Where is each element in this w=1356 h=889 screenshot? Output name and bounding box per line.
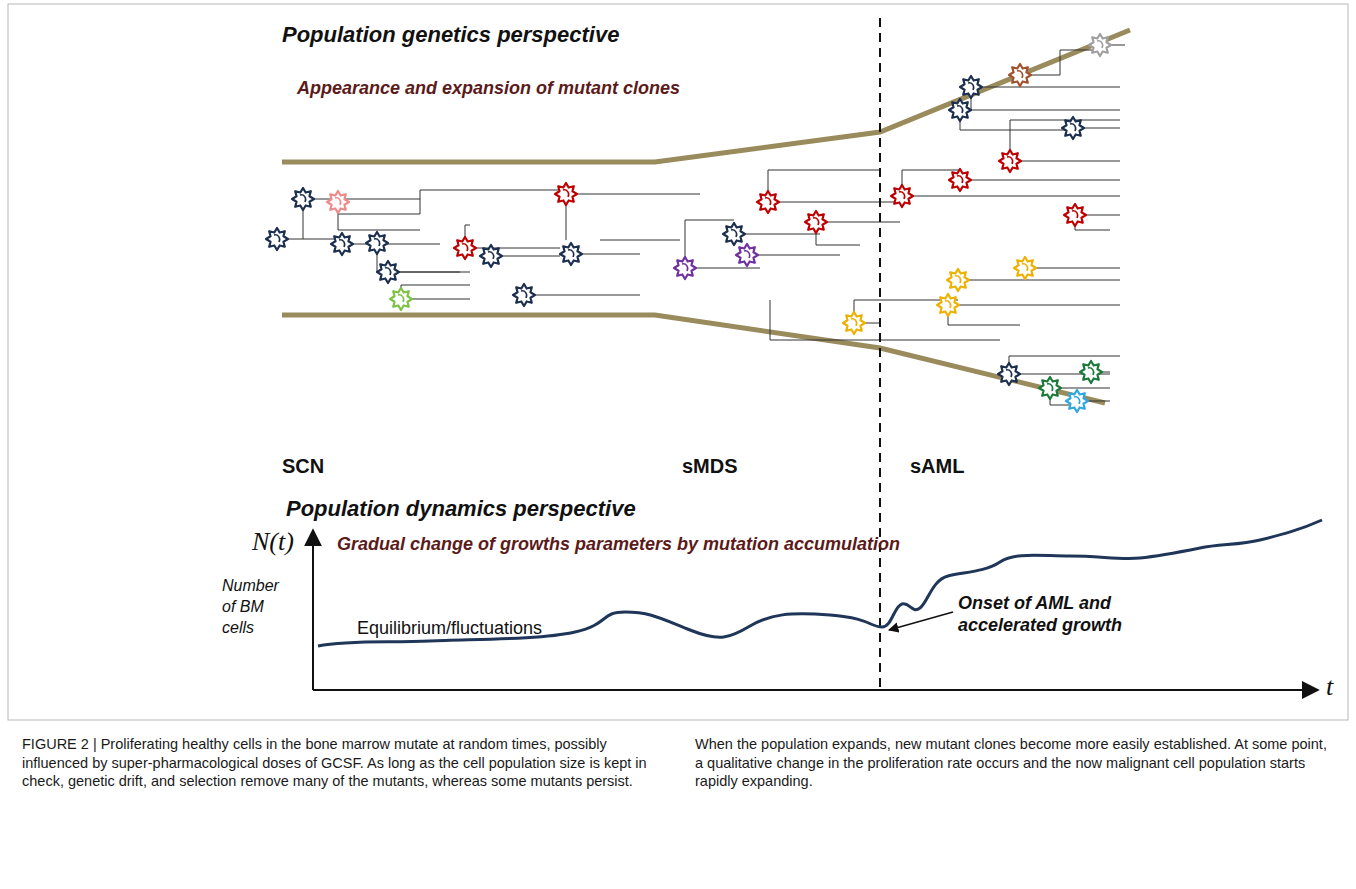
mutant-cell	[843, 312, 865, 334]
mutant-cell	[1009, 64, 1031, 86]
mutant-cell	[998, 363, 1020, 385]
panel-heading: Population dynamics perspective	[286, 496, 636, 522]
genealogy-tree	[277, 45, 1125, 405]
mutant-cell	[1062, 117, 1084, 139]
stage-label: SCN	[282, 455, 324, 478]
axis-label: N(t)	[252, 527, 294, 557]
mutant-cell	[331, 233, 353, 255]
mutant-cell	[1089, 34, 1111, 56]
mutant-cell	[891, 185, 913, 207]
mutant-cell	[480, 245, 502, 267]
mutant-cell	[555, 183, 577, 205]
mutant-cell	[947, 269, 969, 291]
mutant-cell	[1039, 377, 1061, 399]
mutant-cell	[1064, 204, 1086, 226]
mutant-cell	[949, 99, 971, 121]
population-boundary	[282, 315, 1105, 403]
mutant-cell	[377, 261, 399, 283]
mutant-cell	[327, 191, 349, 213]
axis-label: t	[1326, 672, 1333, 702]
mutant-cell	[937, 294, 959, 316]
panel-heading: Population genetics perspective	[282, 22, 619, 48]
onset-annotation: Onset of AML and accelerated growth	[958, 592, 1130, 636]
mutant-cell	[513, 284, 535, 306]
y-axis	[312, 530, 314, 690]
panel-subheading: Gradual change of growths parameters by …	[337, 534, 900, 555]
mutant-cell	[1066, 390, 1088, 412]
mutant-cell	[674, 257, 696, 279]
figure-caption: FIGURE 2 | Proliferating healthy cells i…	[22, 735, 1334, 791]
mutant-clone-cells	[266, 34, 1111, 412]
figure-frame	[8, 4, 1348, 720]
population-curve	[318, 520, 1322, 646]
mutant-cell	[805, 211, 827, 233]
onset-divider	[879, 18, 881, 688]
mutant-cell	[736, 244, 758, 266]
curve-annotation: Equilibrium/fluctuations	[357, 618, 542, 639]
leader-arrow	[889, 612, 953, 630]
mutant-cell	[1080, 361, 1102, 383]
axis-label: Number of BM cells	[222, 575, 286, 638]
mutant-cell	[366, 232, 388, 254]
mutant-cell	[1014, 257, 1036, 279]
panel-subheading: Appearance and expansion of mutant clone…	[297, 78, 680, 99]
mutant-cell	[390, 288, 412, 310]
mutant-cell	[560, 243, 582, 265]
mutant-cell	[757, 191, 779, 213]
mutant-cell	[723, 223, 745, 245]
stage-label: sAML	[910, 455, 964, 478]
mutant-cell	[292, 188, 314, 210]
mutant-cell	[949, 169, 971, 191]
mutant-cell	[960, 76, 982, 98]
stage-label: sMDS	[682, 455, 738, 478]
mutant-cell	[999, 150, 1021, 172]
population-boundary	[282, 30, 1130, 162]
x-axis	[313, 689, 1318, 691]
mutant-cell	[454, 237, 476, 259]
mutant-cell	[266, 228, 288, 250]
